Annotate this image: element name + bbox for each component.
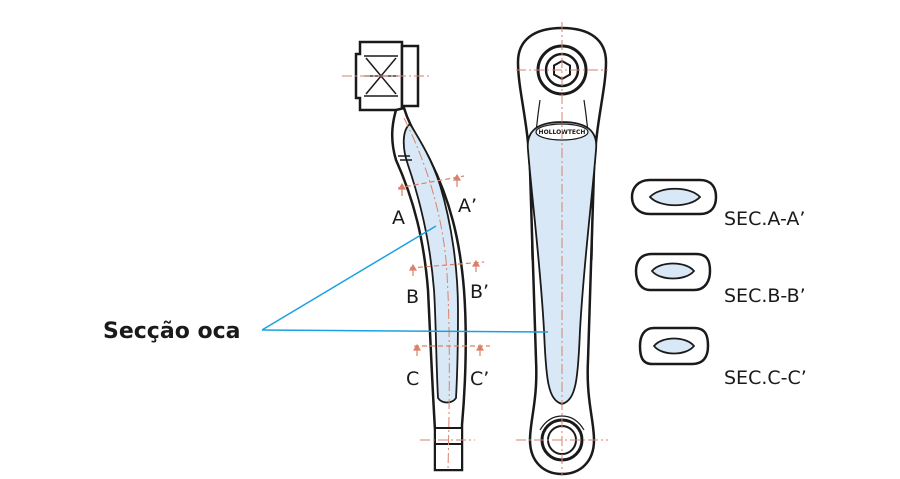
cut-label-c-left: C	[406, 368, 419, 390]
cut-label-a-left: A	[392, 207, 405, 229]
section-b: SEC.B-B’	[634, 252, 806, 307]
section-label-b: SEC.B-B’	[724, 285, 806, 307]
section-label-c: SEC.C-C’	[724, 367, 807, 389]
cut-arrows	[397, 173, 485, 356]
front-view-crank: HOLLOWTECH	[516, 22, 608, 476]
side-center-lines	[342, 75, 475, 471]
side-view-crank: A A’ B B’ C C’	[342, 40, 490, 472]
cut-label-a-right: A’	[458, 195, 477, 217]
callout-line-front	[261, 329, 549, 333]
section-c: SEC.C-C’	[638, 326, 807, 389]
callout-label: Secção oca	[103, 319, 240, 344]
cut-label-c-right: C’	[470, 368, 489, 390]
cut-label-b-right: B’	[470, 281, 489, 303]
section-a: SEC.A-A’	[630, 178, 805, 230]
front-center-lines	[516, 22, 608, 476]
section-label-a: SEC.A-A’	[724, 208, 805, 230]
callout-line-side	[261, 225, 437, 331]
side-hollow-section	[402, 122, 459, 404]
cut-lines	[397, 175, 490, 347]
hollow-callout: Secção oca	[103, 225, 549, 344]
cut-label-b-left: B	[406, 286, 419, 308]
